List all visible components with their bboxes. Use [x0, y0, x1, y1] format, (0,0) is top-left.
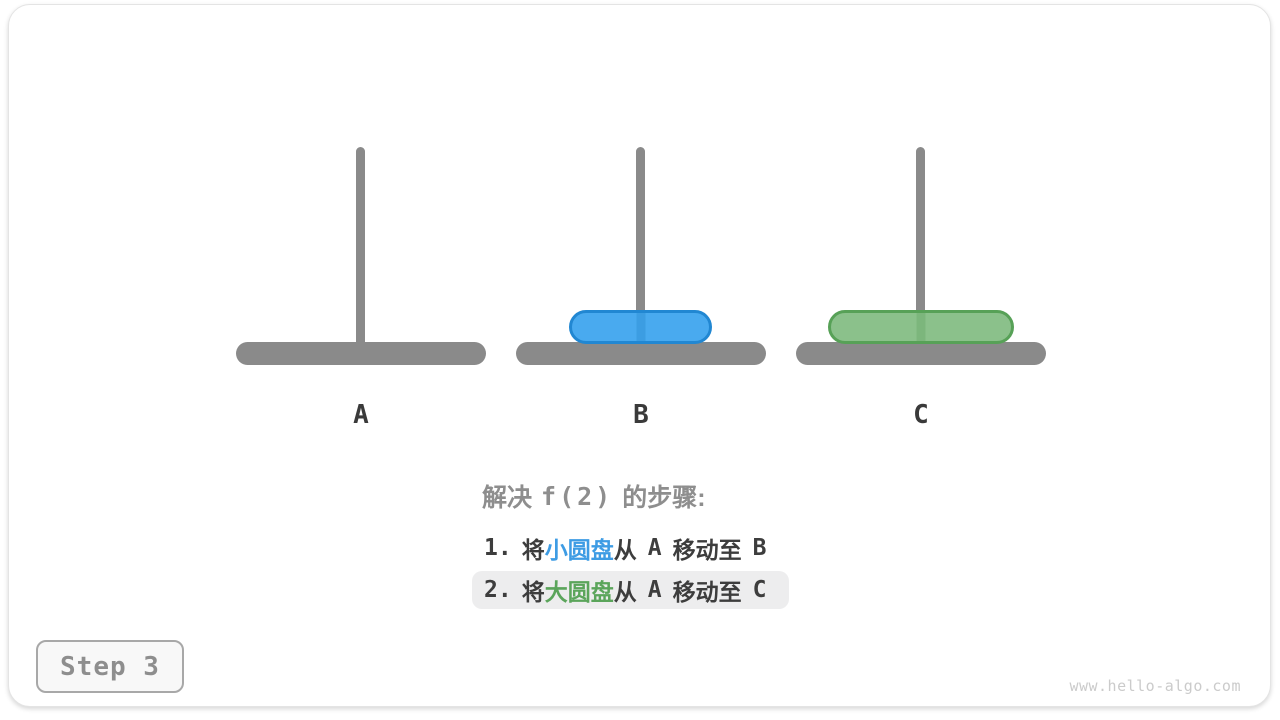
- step-2-from-word: 从: [613, 579, 637, 605]
- step-1-disk-word: 小圆盘: [544, 537, 614, 563]
- peg-c-label: C: [913, 400, 929, 430]
- peg-c-base: [796, 342, 1046, 365]
- step-1-from-peg: A: [647, 535, 662, 561]
- solution-step-1: 1. 将 小圆盘 从 A 移动至 B: [472, 529, 789, 567]
- step-badge-label: Step 3: [60, 651, 160, 682]
- large-disk-on-peg-c: [828, 310, 1014, 344]
- step-2-move-word: 移动至: [672, 579, 742, 605]
- peg-a-label: A: [353, 400, 369, 430]
- step-2-from-peg: A: [647, 577, 662, 603]
- peg-a-pole: [356, 147, 365, 353]
- peg-b-label: B: [633, 400, 649, 430]
- step-1-verb: 将: [521, 537, 545, 563]
- solution-title-prefix: 解决: [482, 484, 533, 512]
- solution-title: 解决 f(2) 的步骤:: [482, 478, 706, 514]
- step-2-verb: 将: [521, 579, 545, 605]
- peg-b-base: [516, 342, 766, 365]
- solution-title-code: f(2): [541, 481, 614, 511]
- step-2-disk-word: 大圆盘: [544, 579, 614, 605]
- step-2-number: 2.: [484, 577, 512, 603]
- solution-step-2-highlighted: 2. 将 大圆盘 从 A 移动至 C: [472, 571, 790, 609]
- large-disk-pole-overlap: [916, 313, 926, 341]
- small-disk-on-peg-b: [569, 310, 712, 344]
- step-1-from-word: 从: [613, 537, 637, 563]
- step-badge: Step 3: [36, 640, 184, 693]
- figure-card: A B C 解决 f(2) 的步骤: 1. 将 小圆盘 从 A 移动至: [8, 4, 1271, 707]
- solution-title-suffix: 的步骤:: [622, 484, 706, 512]
- peg-b-pole: [636, 147, 645, 353]
- watermark: www.hello-algo.com: [1069, 677, 1241, 695]
- small-disk-pole-overlap: [636, 313, 645, 341]
- step-2-to-peg: C: [752, 577, 767, 603]
- step-1-number: 1.: [484, 535, 512, 561]
- peg-a-base: [236, 342, 486, 365]
- step-1-to-peg: B: [752, 535, 767, 561]
- step-1-move-word: 移动至: [672, 537, 742, 563]
- peg-c-pole: [916, 147, 925, 353]
